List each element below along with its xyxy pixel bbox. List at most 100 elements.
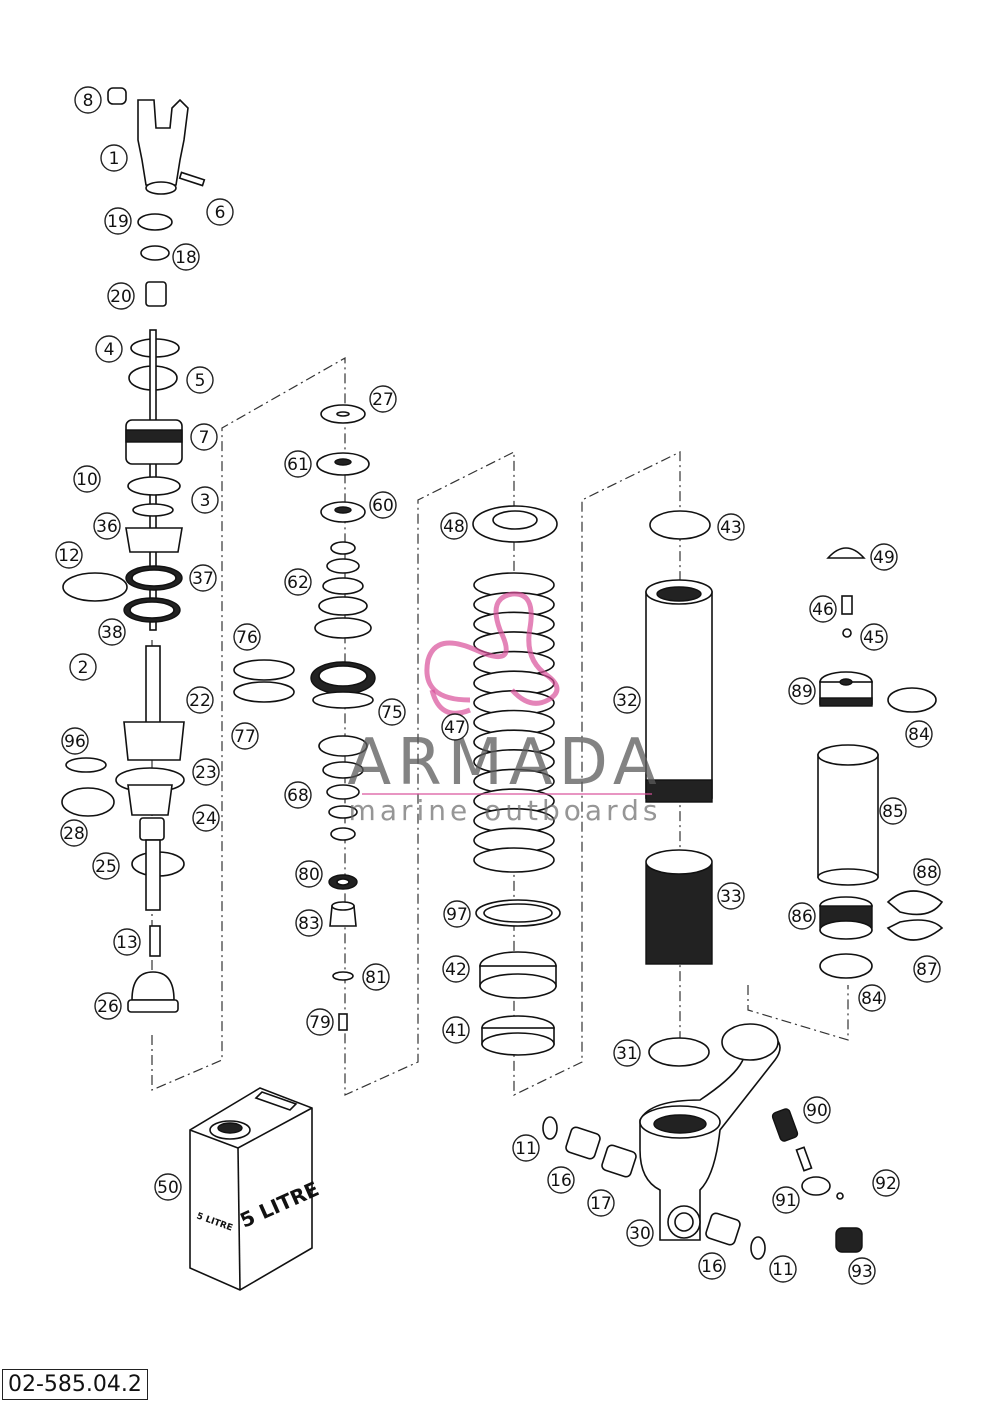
callout-number: 17 bbox=[590, 1194, 612, 1214]
callout-number: 76 bbox=[236, 628, 258, 648]
callout-85: 85 bbox=[879, 797, 907, 825]
callout-number: 60 bbox=[372, 496, 394, 516]
callout-33: 33 bbox=[717, 882, 745, 910]
callout-22: 22 bbox=[186, 686, 214, 714]
callout-1: 1 bbox=[100, 144, 128, 172]
callout-92: 92 bbox=[872, 1169, 900, 1197]
callout-68: 68 bbox=[284, 781, 312, 809]
callout-87: 87 bbox=[913, 955, 941, 983]
callout-10: 10 bbox=[73, 465, 101, 493]
callout-number: 18 bbox=[175, 248, 197, 268]
callout-number: 81 bbox=[365, 968, 387, 988]
callout-77: 77 bbox=[231, 722, 259, 750]
callout-number: 97 bbox=[446, 905, 468, 925]
callout-number: 24 bbox=[195, 809, 217, 829]
callout-25: 25 bbox=[92, 852, 120, 880]
callout-number: 85 bbox=[882, 802, 904, 822]
callout-27: 27 bbox=[369, 385, 397, 413]
callout-number: 16 bbox=[701, 1257, 723, 1277]
callout-23: 23 bbox=[192, 758, 220, 786]
callout-number: 31 bbox=[616, 1044, 638, 1064]
callout-84: 84 bbox=[858, 984, 886, 1012]
callout-86: 86 bbox=[788, 902, 816, 930]
callout-number: 37 bbox=[192, 569, 214, 589]
callout-number: 49 bbox=[873, 548, 895, 568]
callout-7: 7 bbox=[190, 423, 218, 451]
callout-2: 2 bbox=[69, 653, 97, 681]
callout-number: 80 bbox=[298, 865, 320, 885]
callout-number: 38 bbox=[101, 623, 123, 643]
callout-number: 83 bbox=[298, 914, 320, 934]
callout-26: 26 bbox=[94, 992, 122, 1020]
callout-number: 25 bbox=[95, 857, 117, 877]
callout-number: 68 bbox=[287, 786, 309, 806]
callout-number: 77 bbox=[234, 727, 256, 747]
callout-37: 37 bbox=[189, 564, 217, 592]
left-column-parts bbox=[61, 87, 206, 1013]
watermark-tagline: marine outboards bbox=[349, 794, 662, 827]
callout-number: 46 bbox=[812, 600, 834, 620]
callout-45: 45 bbox=[860, 623, 888, 651]
callout-number: 86 bbox=[791, 907, 813, 927]
callout-32: 32 bbox=[613, 686, 641, 714]
callout-49: 49 bbox=[870, 543, 898, 571]
callout-number: 61 bbox=[287, 455, 309, 475]
callout-13: 13 bbox=[113, 928, 141, 956]
callout-11: 11 bbox=[769, 1255, 797, 1283]
callout-number: 36 bbox=[96, 517, 118, 537]
callout-91: 91 bbox=[772, 1186, 800, 1214]
callout-89: 89 bbox=[788, 677, 816, 705]
callout-number: 27 bbox=[372, 390, 394, 410]
callout-96: 96 bbox=[61, 727, 89, 755]
armada-watermark: ARMADA marine outboards bbox=[347, 591, 662, 827]
callout-number: 47 bbox=[444, 718, 466, 738]
callout-number: 88 bbox=[916, 863, 938, 883]
callout-43: 43 bbox=[717, 513, 745, 541]
callout-79: 79 bbox=[306, 1008, 334, 1036]
callout-62: 62 bbox=[284, 568, 312, 596]
callout-number: 89 bbox=[791, 682, 813, 702]
cylinder-parts bbox=[542, 510, 781, 1260]
callout-number: 6 bbox=[215, 203, 226, 223]
callout-8: 8 bbox=[74, 86, 102, 114]
callout-75: 75 bbox=[378, 698, 406, 726]
armada-logo-icon bbox=[424, 591, 560, 706]
callout-48: 48 bbox=[440, 512, 468, 540]
callout-number: 90 bbox=[806, 1101, 828, 1121]
callout-76: 76 bbox=[233, 623, 261, 651]
callout-84: 84 bbox=[905, 720, 933, 748]
callout-12: 12 bbox=[55, 541, 83, 569]
callout-31: 31 bbox=[613, 1039, 641, 1067]
callout-number: 79 bbox=[309, 1013, 331, 1033]
callout-3: 3 bbox=[191, 486, 219, 514]
callout-number: 62 bbox=[287, 573, 309, 593]
callout-50: 50 bbox=[154, 1173, 182, 1201]
callout-number: 32 bbox=[616, 691, 638, 711]
drawing-code: 02-585.04.2 bbox=[2, 1369, 148, 1400]
callout-number: 92 bbox=[875, 1174, 897, 1194]
callout-97: 97 bbox=[443, 900, 471, 928]
callout-number: 87 bbox=[916, 960, 938, 980]
callout-number: 11 bbox=[515, 1139, 537, 1159]
callout-36: 36 bbox=[93, 512, 121, 540]
callout-38: 38 bbox=[98, 618, 126, 646]
callout-number: 11 bbox=[772, 1260, 794, 1280]
callout-88: 88 bbox=[913, 858, 941, 886]
callout-number: 20 bbox=[110, 287, 132, 307]
oil-can: 5 LITRE 5 LITRE bbox=[189, 1087, 323, 1291]
callout-47: 47 bbox=[441, 713, 469, 741]
callout-number: 2 bbox=[78, 658, 89, 678]
callout-number: 10 bbox=[76, 470, 98, 490]
callout-61: 61 bbox=[284, 450, 312, 478]
callout-number: 13 bbox=[116, 933, 138, 953]
callout-81: 81 bbox=[362, 963, 390, 991]
callout-24: 24 bbox=[192, 804, 220, 832]
callout-4: 4 bbox=[95, 335, 123, 363]
callout-number: 42 bbox=[445, 960, 467, 980]
callout-30: 30 bbox=[626, 1219, 654, 1247]
callout-number: 41 bbox=[445, 1021, 467, 1041]
callout-5: 5 bbox=[186, 366, 214, 394]
callout-number: 96 bbox=[64, 732, 86, 752]
callout-16: 16 bbox=[698, 1252, 726, 1280]
